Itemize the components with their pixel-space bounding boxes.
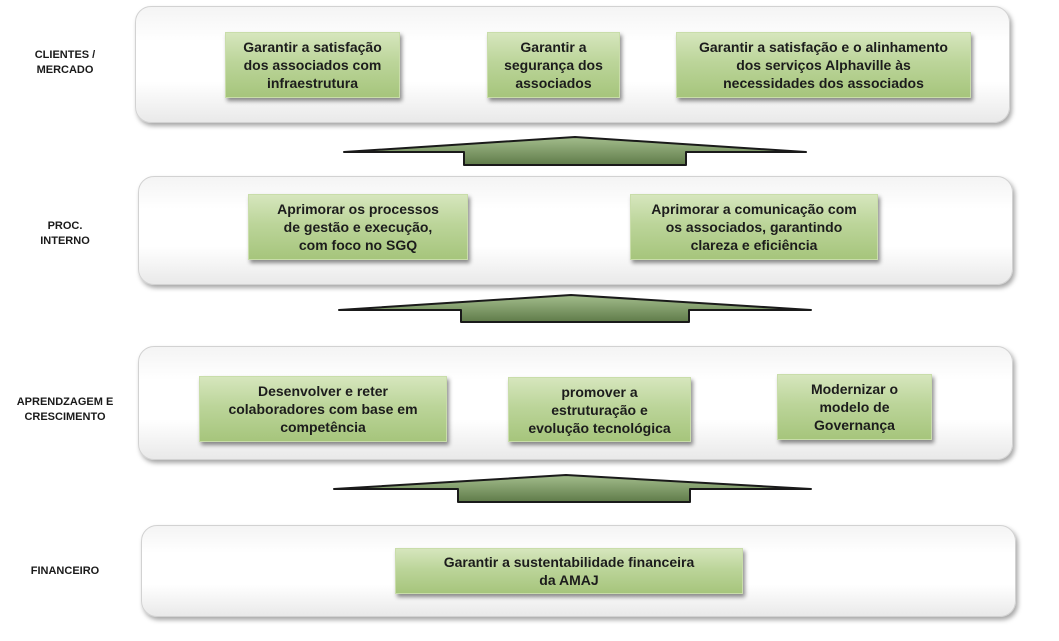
objective-line: promover a: [561, 383, 638, 400]
up-arrow-icon: [338, 294, 812, 323]
objective-text: Modernizar o modelo de Governança: [811, 380, 898, 434]
perspective-label-aprendizagem: APRENDZAGEM E CRESCIMENTO: [0, 395, 130, 425]
objective-line: Garantir a satisfação e o alinhamento: [699, 39, 948, 55]
perspective-label-line: CRESCIMENTO: [24, 411, 106, 423]
objective-line: necessidades dos associados: [723, 75, 924, 91]
perspective-label-line: APRENDZAGEM E: [16, 396, 114, 408]
objective-line: Aprimorar os processos: [277, 201, 439, 217]
perspective-label-line: MERCADO: [36, 64, 94, 76]
objective-text: Garantir a sustentabilidade financeira d…: [444, 553, 695, 589]
perspective-label-clientes: CLIENTES / MERCADO: [0, 48, 130, 78]
objective-evolucao-tecnologica[interactable]: promover a estruturação e evolução tecno…: [508, 377, 691, 442]
objective-processos-gestao[interactable]: Aprimorar os processos de gestão e execu…: [248, 194, 468, 260]
objective-line: clareza e eficiência: [690, 237, 818, 253]
perspective-label-line: INTERNO: [40, 235, 90, 247]
objective-text: Aprimorar a comunicação com os associado…: [651, 200, 856, 254]
perspective-label-line: PROC.: [47, 220, 83, 232]
objective-modernizar-governanca[interactable]: Modernizar o modelo de Governança: [777, 374, 932, 440]
perspective-label-line: CLIENTES /: [34, 49, 96, 61]
objective-line: modelo de: [819, 399, 890, 415]
objective-line: competência: [280, 419, 366, 435]
perspective-label-line: FINANCEIRO: [30, 565, 100, 577]
objective-line: estruturação e: [551, 401, 648, 418]
objective-line: segurança dos: [504, 57, 603, 73]
objective-line: de gestão e execução,: [283, 219, 433, 235]
objective-text: Garantir a satisfação e o alinhamento do…: [699, 38, 948, 92]
objective-line: associados: [515, 75, 592, 91]
objective-line: Garantir a: [520, 39, 587, 55]
objective-text: Garantir a satisfação dos associados com…: [243, 38, 382, 92]
objective-comunicacao-associados[interactable]: Aprimorar a comunicação com os associado…: [630, 194, 878, 260]
perspective-label-financeiro: FINANCEIRO: [0, 564, 130, 579]
objective-alinhamento-servicos[interactable]: Garantir a satisfação e o alinhamento do…: [676, 32, 971, 98]
objective-text: Garantir a segurança dos associados: [504, 38, 603, 92]
up-arrow-icon: [333, 474, 812, 503]
objective-line: com foco no SGQ: [298, 237, 418, 253]
objective-line: Governança: [814, 417, 895, 433]
objective-line: da AMAJ: [539, 572, 599, 588]
perspective-label-processos: PROC. INTERNO: [0, 219, 130, 249]
objective-line: Aprimorar a comunicação com: [651, 201, 857, 217]
objective-desenvolver-colaboradores[interactable]: Desenvolver e reter colaboradores com ba…: [199, 376, 447, 442]
objective-line: colaboradores com base em: [228, 401, 418, 417]
objective-line: Garantir a sustentabilidade financeira: [443, 554, 695, 570]
objective-line: Garantir a satisfação: [243, 39, 382, 55]
objective-line: evolução tecnológica: [528, 419, 671, 436]
objective-line: dos serviços Alphaville às: [736, 57, 911, 73]
objective-line: infraestrutura: [266, 75, 358, 91]
objective-text: Desenvolver e reter colaboradores com ba…: [228, 382, 417, 436]
objective-line: dos associados com: [243, 57, 382, 73]
objective-seguranca-associados[interactable]: Garantir a segurança dos associados: [487, 32, 620, 98]
up-arrow-icon: [343, 136, 807, 166]
objective-line: Modernizar o: [810, 381, 899, 397]
objective-sustentabilidade-financeira[interactable]: Garantir a sustentabilidade financeira d…: [395, 548, 743, 594]
objective-line: Desenvolver e reter: [258, 383, 388, 399]
objective-text: Aprimorar os processos de gestão e execu…: [277, 200, 439, 254]
objective-text: promover a estruturação e evolução tecno…: [528, 383, 670, 437]
objective-line: os associados, garantindo: [665, 219, 843, 235]
objective-satisfacao-infraestrutura[interactable]: Garantir a satisfação dos associados com…: [225, 32, 400, 98]
